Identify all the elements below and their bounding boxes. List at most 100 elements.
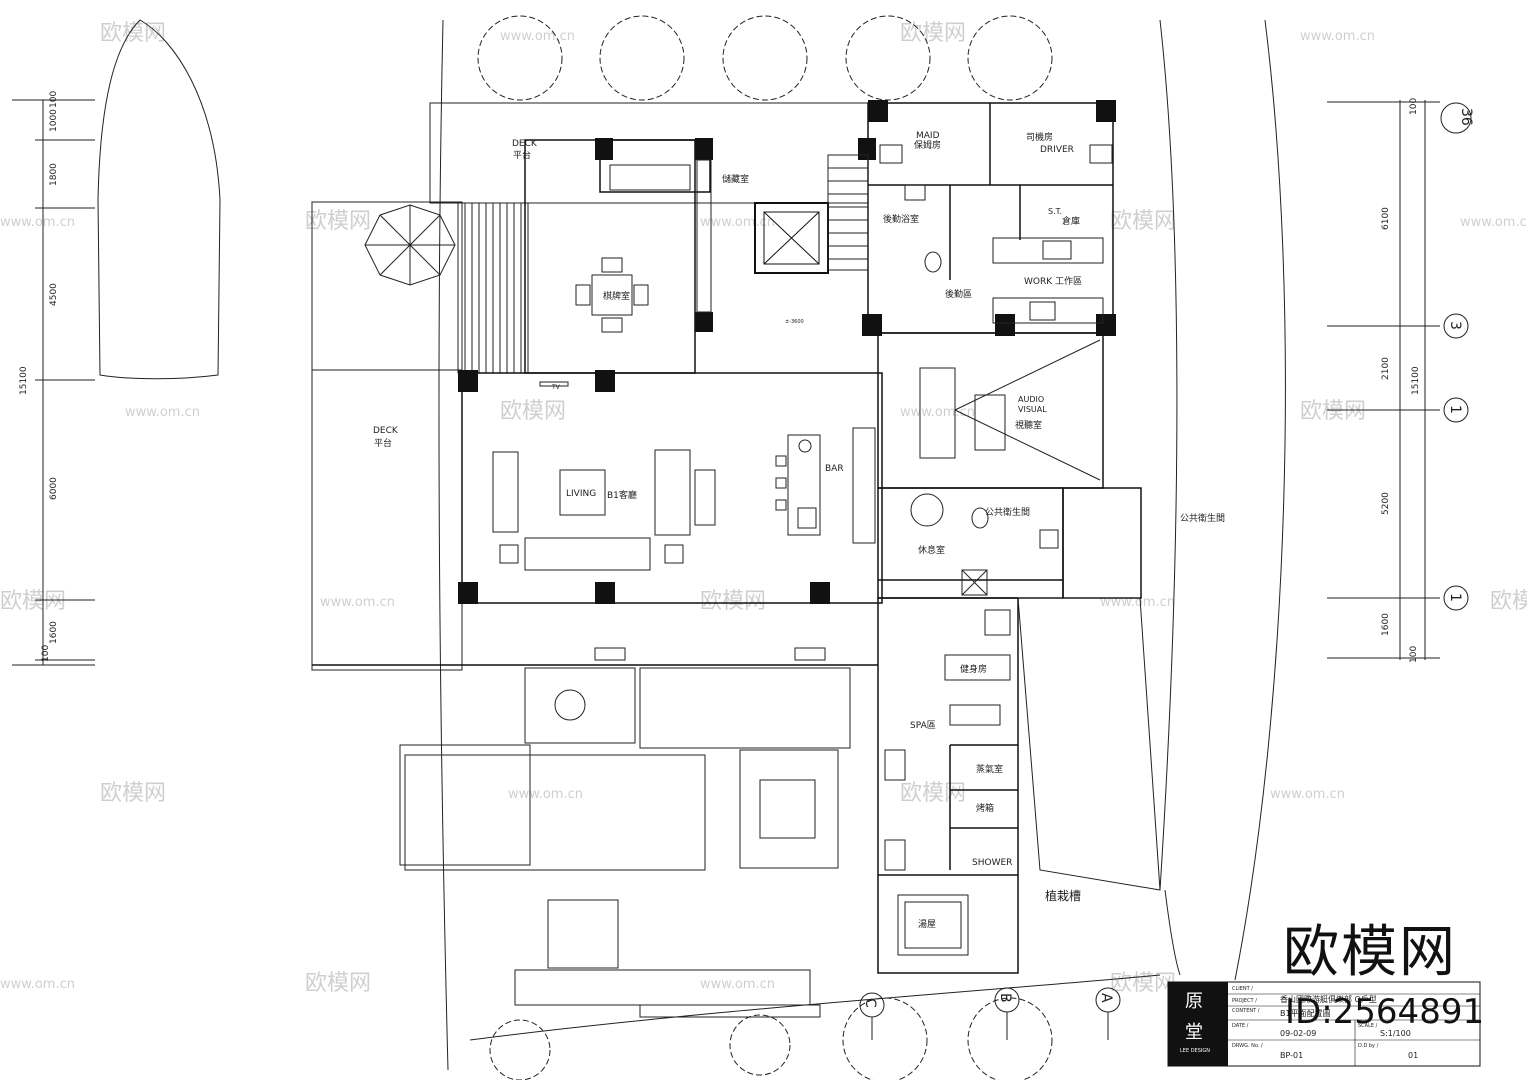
room-label: WORK 工作區 (1024, 275, 1082, 287)
room-labels: DECK 平台 DECK 平台 儲藏室 棋牌室 TV LIVING B1客廳 B… (373, 131, 1225, 930)
logo-bottom: 堂 (1185, 1022, 1203, 1043)
room-label: LIVING (566, 489, 596, 499)
room-label: AUDIO (1018, 395, 1044, 404)
scale-label: SCALE / (1358, 1023, 1378, 1029)
room-label: 平台 (374, 437, 392, 449)
pool-pavilion (399, 647, 851, 1018)
room-label: SPA區 (910, 720, 936, 731)
watermark-brand: 欧模网 (305, 209, 371, 234)
grid-label: A (1098, 993, 1114, 1003)
room-label: 公共衛生間 (985, 506, 1030, 518)
watermark-brand: 欧模网 (1300, 399, 1366, 424)
av-furniture (919, 339, 1101, 481)
watermark-brand-large: 欧模网 (1283, 920, 1457, 985)
grid-label: C (862, 998, 878, 1008)
room-label: S.T. (1048, 207, 1062, 216)
dim-label: 1600 (49, 621, 59, 644)
watermark-url: www.om.cn (500, 29, 575, 44)
watermark-brand: 欧模网 (500, 399, 566, 424)
left-dimension-line (12, 99, 95, 666)
drawing-no-label: DRWG. No. / (1232, 1043, 1263, 1049)
elevation-marker: ±-3600 (785, 319, 804, 325)
project-label: PROJECT / (1232, 998, 1257, 1004)
room-label: 蒸氣室 (976, 763, 1003, 775)
watermark-url: www.om.cn (125, 405, 200, 420)
content-label: CONTENT / (1232, 1008, 1260, 1014)
room-label: 公共衛生間 (1180, 512, 1225, 524)
dim-label: 1800 (49, 163, 59, 186)
room-label: 視聽室 (1015, 419, 1042, 431)
grid-label: B (997, 993, 1013, 1003)
watermark-brand: 欧模网 (0, 589, 66, 614)
watermark-url: www.om.cn (508, 787, 583, 802)
right-grid-bubbles (1327, 101, 1472, 611)
date-label: DATE / (1232, 1023, 1249, 1029)
watermark-url: www.om.cn (700, 215, 775, 230)
mahjong-table (575, 257, 649, 333)
room-label: 平台 (513, 149, 531, 161)
room-label: 後勤浴室 (883, 213, 919, 225)
site-boundaries (438, 19, 1286, 1071)
tree-symbols (477, 15, 1053, 1080)
watermark-url: www.om.cn (900, 405, 975, 420)
grid-label: 1 (1447, 405, 1463, 414)
grid-label: 3 (1447, 321, 1463, 330)
room-label: 保姆房 (914, 139, 941, 151)
main-walls (312, 102, 1142, 974)
dim-label: 100 (49, 91, 59, 108)
dim-label: 1000 (49, 109, 59, 132)
dim-label: 100 (1409, 98, 1419, 115)
room-label: 植栽槽 (1045, 888, 1081, 903)
gym-equipment (884, 609, 1011, 956)
scale-value: S:1/100 (1380, 1029, 1411, 1038)
room-label: VISUAL (1018, 405, 1047, 414)
room-label: MAID (916, 131, 940, 141)
watermark-brand: 欧模网 (305, 971, 371, 996)
watermark-url: www.om.cn (1460, 215, 1527, 230)
watermark-url: www.om.cn (320, 595, 395, 610)
dim-total: 15100 (1411, 366, 1421, 395)
dim-label: 4500 (49, 283, 59, 306)
living-furniture (492, 381, 716, 571)
dim-label: 1600 (1381, 613, 1391, 636)
watermark-brand: 欧模网 (1490, 589, 1527, 614)
room-label: DECK (373, 426, 399, 436)
dim-label: 100 (1409, 646, 1419, 663)
watermark-brand: 欧模网 (900, 781, 966, 806)
room-label: 烤箱 (976, 802, 994, 814)
dim-label: 6000 (49, 477, 59, 500)
planter-outline (1017, 597, 1161, 891)
title-block: 原 堂 LEE DESIGN CLIENT / PROJECT / 香山國際游艇… (1167, 981, 1481, 1067)
cabinet (609, 159, 712, 313)
dim-total: 15100 (19, 366, 29, 395)
right-dimension-labels: 100 6100 2100 5200 1600 100 15100 (1381, 98, 1421, 663)
bottom-grid-labels: C B A (862, 993, 1114, 1008)
project-value: 香山國際游艇俱樂部 O戶型 (1280, 994, 1377, 1004)
main-stair (827, 154, 869, 271)
client-label: CLIENT / (1232, 986, 1253, 992)
content-value: B1平面配置圖 (1280, 1009, 1331, 1018)
sheet-value: 01 (1408, 1051, 1418, 1060)
bottom-grid-bubbles (859, 987, 1121, 1040)
room-label: DRIVER (1040, 145, 1074, 155)
right-grid-labels: 36 3 1 1 (1447, 108, 1474, 602)
room-label: BAR (825, 464, 844, 474)
left-dimension-labels: 100 1000 1800 4500 6000 1600 100 15100 (19, 91, 59, 662)
watermark-brand: 欧模网 (900, 21, 966, 46)
watermark-brand: 欧模网 (700, 589, 766, 614)
date-value: 09-02-09 (1280, 1029, 1316, 1038)
parasol (364, 204, 456, 286)
room-label: 健身房 (960, 663, 987, 675)
watermark-id: ID:2564891 (1285, 992, 1485, 1032)
watermark-brand: 欧模网 (1110, 971, 1176, 996)
room-label: 倉庫 (1062, 215, 1080, 227)
watermark-url: www.om.cn (1300, 29, 1375, 44)
wc-fixtures (910, 493, 1059, 596)
room-label: B1客廳 (607, 489, 637, 501)
room-label: 棋牌室 (603, 290, 630, 302)
drawing-no-value: BP-01 (1280, 1051, 1303, 1060)
room-label: TV (551, 384, 561, 391)
room-label: DECK (512, 139, 538, 149)
room-label: 湯屋 (918, 919, 936, 930)
